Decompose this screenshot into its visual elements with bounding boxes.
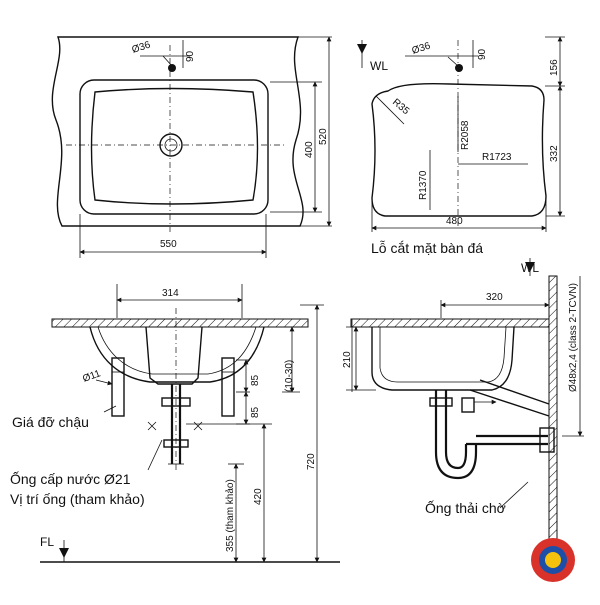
side-water-level-label: WL [521,261,539,275]
bolt-diameter-label: Ø11 [81,368,102,385]
drain-pipe-spec-label: Ø48x2,4 (class 2-TCVN) [568,283,579,392]
radius-1370-label: R1370 [418,170,429,200]
width-550-label: 550 [160,239,177,250]
side-elevation: WL 320 210 Ø48x2,4 (class 2-TCVN) Ống th… [342,258,584,582]
bracket-spacing-85-bottom-label: 85 [250,406,261,418]
offset-156-label: 156 [549,59,560,76]
front-width-314-label: 314 [162,288,179,299]
top-water-level-label: WL [370,59,388,73]
radius-1723-label: R1723 [482,152,512,163]
height-420-label: 420 [253,488,264,505]
cutout-depth-332-label: 332 [549,145,560,162]
total-depth-520-label: 520 [318,128,329,145]
cutout-offset-label: 90 [477,48,488,60]
plan-view: Ø36 90 400 520 550 [51,36,332,258]
cutout-width-480-label: 480 [446,216,463,227]
corner-radius-label: R35 [390,97,411,118]
side-depth-320-label: 320 [486,292,503,303]
cutout-caption: Lỗ cắt mặt bàn đá [371,240,483,256]
cutout-view: WL Ø36 90 R35 R2058 R1723 R1370 156 332 … [357,36,565,256]
radius-2058-label: R2058 [460,120,471,150]
adjust-range-label: (10-30) [284,360,295,392]
front-elevation: 314 Ø11 85 85 (10-30) 355 (tham k [10,284,340,563]
bracket-spacing-85-top-label: 85 [250,374,261,386]
supply-pipe-caption: Ống cấp nước Ø21 [10,470,131,487]
floor-level-label: FL [40,535,54,549]
bowl-depth-400-label: 400 [304,141,315,158]
drain-trap-caption: Ống thải chờ [425,499,506,516]
height-720-label: 720 [306,453,317,470]
bracket-caption: Giá đỡ chậu [12,414,89,430]
faucet-hole-diameter-label: Ø36 [131,39,153,55]
pipe-position-caption: Vị trí ống (tham khảo) [10,491,145,507]
supply-height-ref-label: 355 (tham khảo) [225,479,236,552]
faucet-offset-label: 90 [185,50,196,62]
side-height-210-label: 210 [342,351,353,368]
brand-logo [531,538,575,582]
cutout-hole-diameter-label: Ø36 [411,40,433,56]
